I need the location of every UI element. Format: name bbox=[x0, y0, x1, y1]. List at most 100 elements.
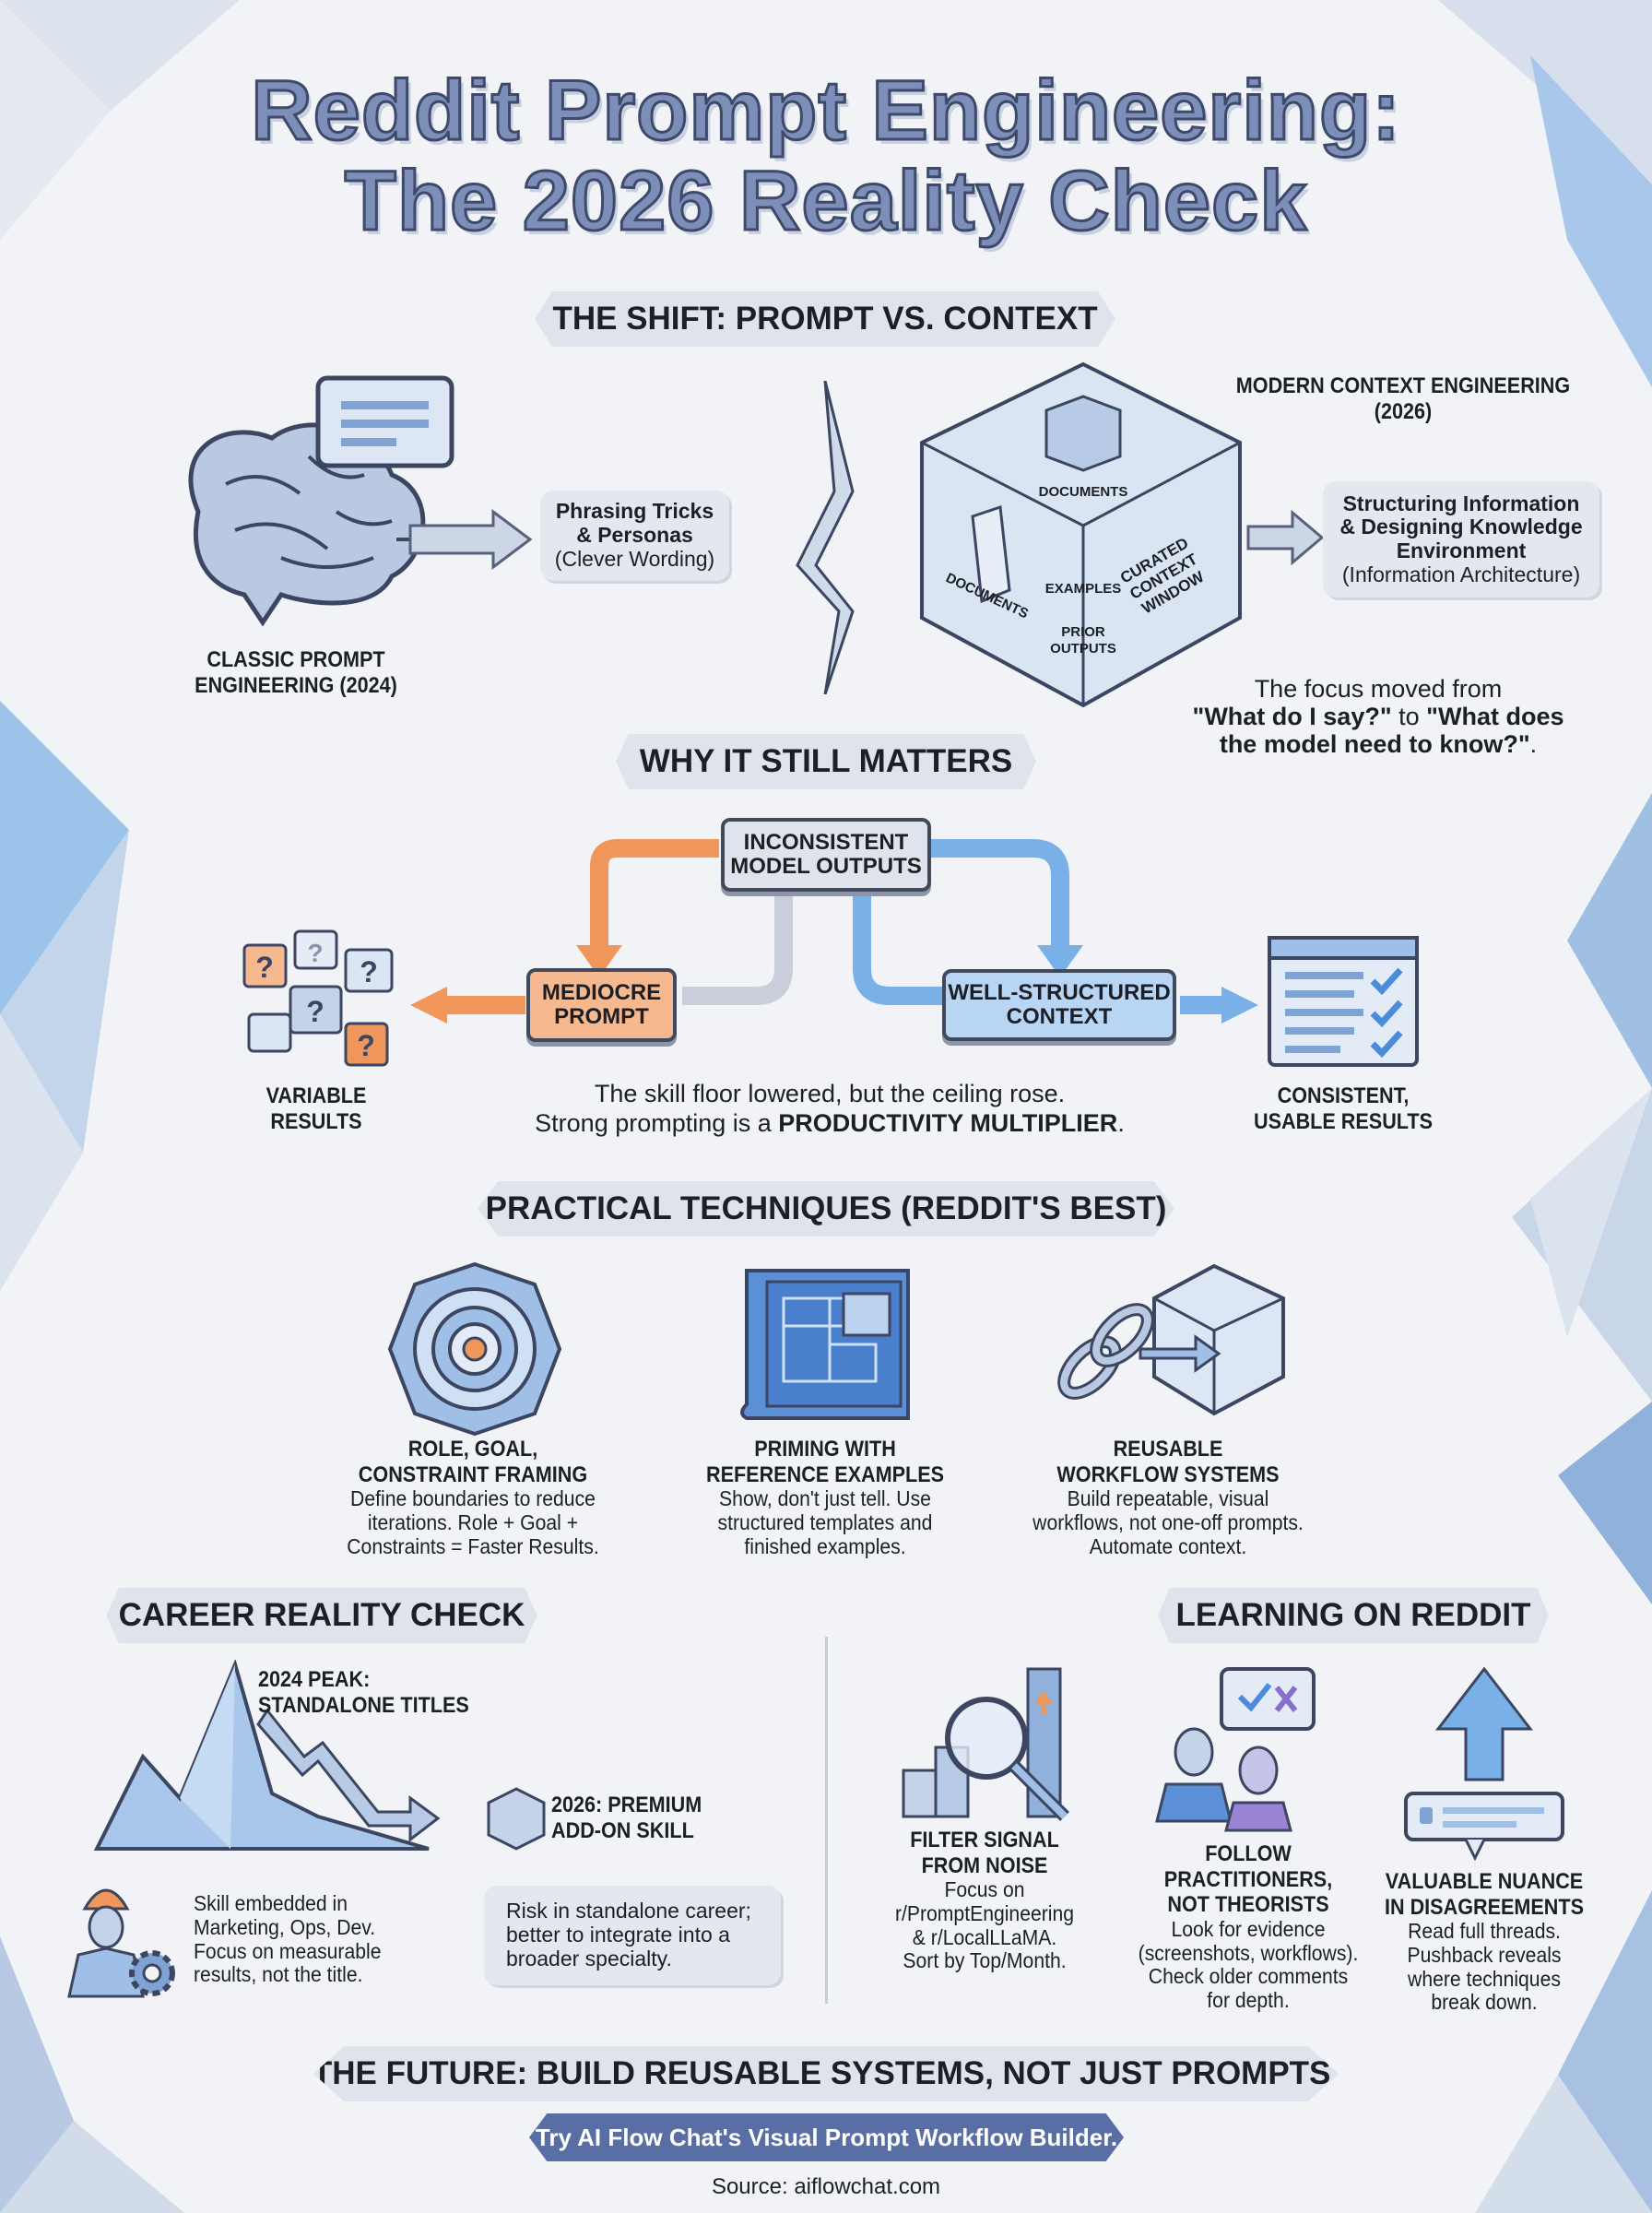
focus-line-1: The focus moved from bbox=[1254, 675, 1503, 703]
technique-title-line: PRIMING WITH bbox=[754, 1437, 896, 1462]
section-heading-techniques: PRACTICAL TECHNIQUES (REDDIT'S BEST) bbox=[478, 1181, 1174, 1237]
technique-title-line: WORKFLOW SYSTEMS bbox=[1056, 1462, 1280, 1487]
section-heading-why: WHY IT STILL MATTERS bbox=[616, 734, 1036, 789]
learning-title-line: NOT THEORISTS bbox=[1167, 1892, 1329, 1918]
classic-label-line-2: ENGINEERING (2024) bbox=[195, 672, 397, 698]
learning-desc-line: for depth. bbox=[1207, 1988, 1290, 2013]
structuring-information-box: Structuring Information & Designing Know… bbox=[1323, 481, 1599, 598]
risk-line: broader specialty. bbox=[506, 1946, 672, 1970]
modern-label-line-2: (2026) bbox=[1374, 398, 1433, 424]
chain-cube-icon bbox=[1057, 1263, 1285, 1416]
worker-gear-icon bbox=[67, 1888, 175, 1998]
cube-label-prior: PRIOR bbox=[1061, 624, 1105, 640]
structured-line-1: WELL-STRUCTURED bbox=[948, 979, 1171, 1005]
title-line-1: Reddit Prompt Engineering: bbox=[250, 63, 1402, 160]
title-line-2: The 2026 Reality Check bbox=[343, 153, 1308, 250]
phrasing-line-3: (Clever Wording) bbox=[554, 546, 715, 571]
learning-title-line: FROM NOISE bbox=[921, 1852, 1048, 1878]
question-mark: ? bbox=[357, 1029, 375, 1062]
classic-prompt-label: CLASSIC PROMPT ENGINEERING (2024) bbox=[171, 647, 420, 698]
focus-moved-text: The focus moved from "What do I say?" to… bbox=[1157, 675, 1599, 759]
phrasing-line-2: & Personas bbox=[576, 523, 693, 548]
arrow-right-icon bbox=[408, 509, 533, 570]
mediocre-line-1: MEDIOCRE bbox=[541, 979, 662, 1005]
question-mark: ? bbox=[360, 955, 378, 988]
technique-desc-line: Automate context. bbox=[1089, 1533, 1247, 1558]
technique-desc-line: workflows, not one-off prompts. bbox=[1032, 1509, 1304, 1534]
phrasing-line-1: Phrasing Tricks bbox=[555, 499, 714, 524]
target-icon bbox=[387, 1261, 562, 1437]
section-heading-future: THE FUTURE: BUILD REUSABLE SYSTEMS, NOT … bbox=[313, 2046, 1339, 2101]
flow-arrows bbox=[410, 839, 1258, 1024]
cube-label-examples: EXAMPLES bbox=[1045, 581, 1122, 597]
learning-desc-line: Sort by Top/Month. bbox=[903, 1948, 1067, 1973]
premium-line-2: ADD-ON SKILL bbox=[551, 1817, 694, 1843]
risk-callout: Risk in standalone career;better to inte… bbox=[484, 1886, 781, 1985]
embedded-line: Skill embedded in bbox=[194, 1891, 348, 1915]
technique-desc-line: iterations. Role + Goal + bbox=[367, 1509, 579, 1534]
source-text: Source: aiflowchat.com bbox=[711, 2174, 941, 2199]
cube-label-documents-top: DOCUMENTS bbox=[1039, 484, 1128, 500]
productivity-multiplier: PRODUCTIVITY MULTIPLIER bbox=[778, 1109, 1118, 1138]
section-heading-career: CAREER REALITY CHECK bbox=[106, 1588, 537, 1643]
embedded-line: Focus on measurable bbox=[194, 1938, 382, 1963]
practitioners-icon bbox=[1155, 1667, 1316, 1832]
structuring-line-3: Environment bbox=[1396, 538, 1527, 562]
learning-valuable-nuance: VALUABLE NUANCE IN DISAGREEMENTS Read fu… bbox=[1364, 1869, 1604, 2015]
lightning-divider-icon bbox=[796, 381, 855, 694]
learning-desc-line: Look for evidence bbox=[1171, 1916, 1326, 1941]
structuring-line-2: & Designing Knowledge bbox=[1339, 515, 1583, 539]
peak-label: 2024 PEAK:STANDALONE TITLES bbox=[258, 1667, 469, 1718]
variable-line-2: RESULTS bbox=[270, 1108, 362, 1134]
skill-floor-line: The skill floor lowered, but the ceiling… bbox=[594, 1080, 1066, 1107]
checklist-icon bbox=[1268, 936, 1419, 1067]
structuring-line-1: Structuring Information bbox=[1342, 491, 1580, 515]
consistent-line-2: USABLE RESULTS bbox=[1253, 1108, 1434, 1134]
phrasing-tricks-box: Phrasing Tricks & Personas (Clever Wordi… bbox=[540, 491, 729, 581]
learning-title-line: PRACTITIONERS, bbox=[1163, 1866, 1333, 1892]
technique-title-line: REFERENCE EXAMPLES bbox=[705, 1462, 945, 1487]
learning-desc-line: r/PromptEngineering bbox=[894, 1900, 1075, 1925]
question-mark: ? bbox=[307, 939, 323, 967]
skill-floor-text: The skill floor lowered, but the ceiling… bbox=[479, 1079, 1180, 1139]
section-heading-learning: LEARNING ON REDDIT bbox=[1158, 1588, 1549, 1643]
technique-reusable-workflows: REUSABLE WORKFLOW SYSTEMS Build repeatab… bbox=[993, 1437, 1343, 1558]
technique-role-goal: ROLE, GOAL, CONSTRAINT FRAMING Define bo… bbox=[307, 1437, 639, 1558]
risk-line: Risk in standalone career; bbox=[506, 1899, 751, 1923]
learning-desc-line: Pushback reveals bbox=[1407, 1942, 1562, 1967]
brain-icon bbox=[188, 375, 454, 627]
inconsistent-line-1: INCONSISTENT bbox=[743, 829, 909, 855]
learning-title-line: FILTER SIGNAL bbox=[910, 1828, 1059, 1852]
modern-context-label: MODERN CONTEXT ENGINEERING (2026) bbox=[1212, 373, 1594, 424]
cube-label-outputs: OUTPUTS bbox=[1050, 641, 1116, 657]
technique-desc-line: structured templates and bbox=[717, 1509, 933, 1534]
inconsistent-line-2: MODEL OUTPUTS bbox=[730, 854, 922, 879]
modern-label-line-1: MODERN CONTEXT ENGINEERING bbox=[1235, 373, 1571, 398]
question-bubbles-icon: ? ? ? ? ? bbox=[242, 929, 394, 1067]
technique-title-line: REUSABLE bbox=[1113, 1437, 1223, 1462]
focus-quote-1: "What do I say?" bbox=[1192, 703, 1392, 731]
structuring-line-4: (Information Architecture) bbox=[1341, 562, 1581, 586]
embedded-line: Marketing, Ops, Dev. bbox=[194, 1914, 376, 1939]
focus-to: to bbox=[1391, 703, 1427, 731]
learning-title-line: IN DISAGREEMENTS bbox=[1384, 1894, 1585, 1920]
variable-line-1: VARIABLE bbox=[266, 1083, 367, 1108]
learning-follow-practitioners: FOLLOW PRACTITIONERS, NOT THEORISTS Look… bbox=[1115, 1841, 1382, 2013]
focus-quote-2b: the model need to know?" bbox=[1219, 730, 1530, 759]
strong-prefix: Strong prompting is a bbox=[535, 1109, 779, 1138]
technique-desc-line: Build repeatable, visual bbox=[1067, 1486, 1269, 1511]
question-mark: ? bbox=[255, 951, 274, 984]
cta-workflow-builder-button[interactable]: Try AI Flow Chat's Visual Prompt Workflo… bbox=[529, 2113, 1124, 2161]
technique-desc-line: finished examples. bbox=[744, 1533, 906, 1558]
focus-end: . bbox=[1529, 730, 1538, 759]
learning-desc-line: Read full threads. bbox=[1408, 1919, 1561, 1944]
puzzle-icon bbox=[740, 1269, 910, 1420]
technique-desc-line: Constraints = Faster Results. bbox=[347, 1533, 599, 1558]
embedded-line: results, not the title. bbox=[194, 1962, 363, 1987]
arrow-up-chat-icon bbox=[1404, 1666, 1564, 1862]
context-window-cube-icon: DOCUMENTS DOCUMENTS EXAMPLES PRIOR OUTPU… bbox=[920, 361, 1242, 708]
